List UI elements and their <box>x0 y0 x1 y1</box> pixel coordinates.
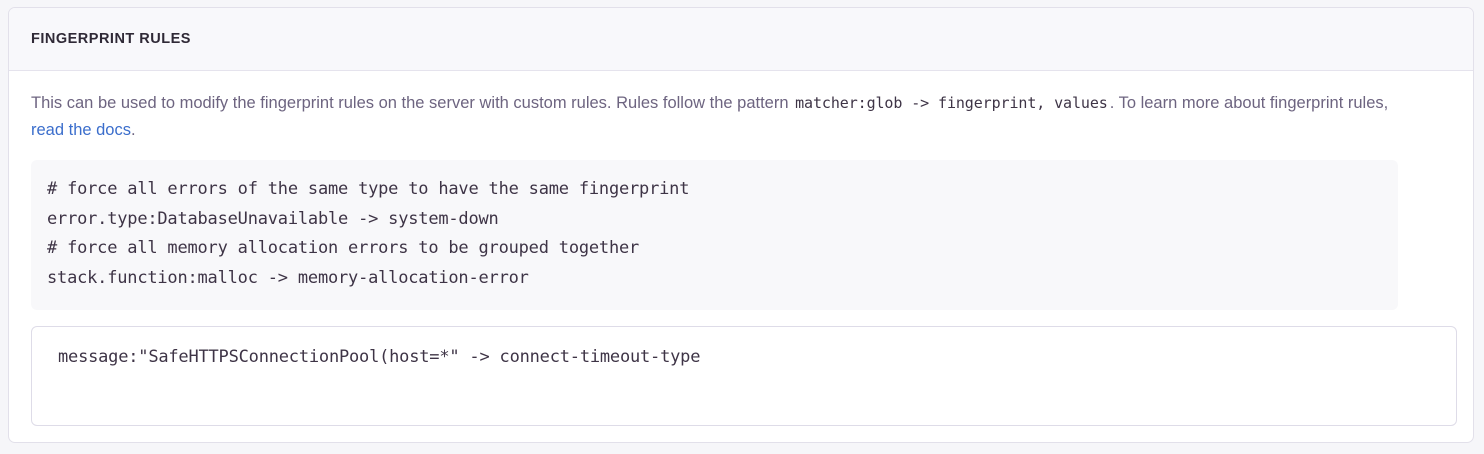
fingerprint-rules-panel: FINGERPRINT RULES This can be used to mo… <box>8 7 1474 443</box>
fingerprint-rules-input[interactable] <box>31 326 1457 427</box>
read-the-docs-link[interactable]: read the docs <box>31 120 131 139</box>
inline-code-pattern: matcher:glob -> fingerprint, values <box>795 94 1108 112</box>
code-line: stack.function:malloc -> memory-allocati… <box>47 267 529 288</box>
code-line: # force all memory allocation errors to … <box>47 238 640 259</box>
page-title: FINGERPRINT RULES <box>31 31 191 47</box>
panel-header: FINGERPRINT RULES <box>9 8 1473 71</box>
description-part-1: This can be used to modify the fingerpri… <box>31 94 794 112</box>
code-line: # force all errors of the same type to h… <box>47 179 690 200</box>
description-text: This can be used to modify the fingerpri… <box>31 90 1421 143</box>
code-line: error.type:DatabaseUnavailable -> system… <box>47 208 499 229</box>
panel-body: This can be used to modify the fingerpri… <box>9 71 1473 427</box>
description-part-2: . To learn more about fingerprint rules, <box>1109 94 1389 112</box>
description-part-3: . <box>130 120 136 139</box>
example-code-block: # force all errors of the same type to h… <box>31 160 1398 311</box>
